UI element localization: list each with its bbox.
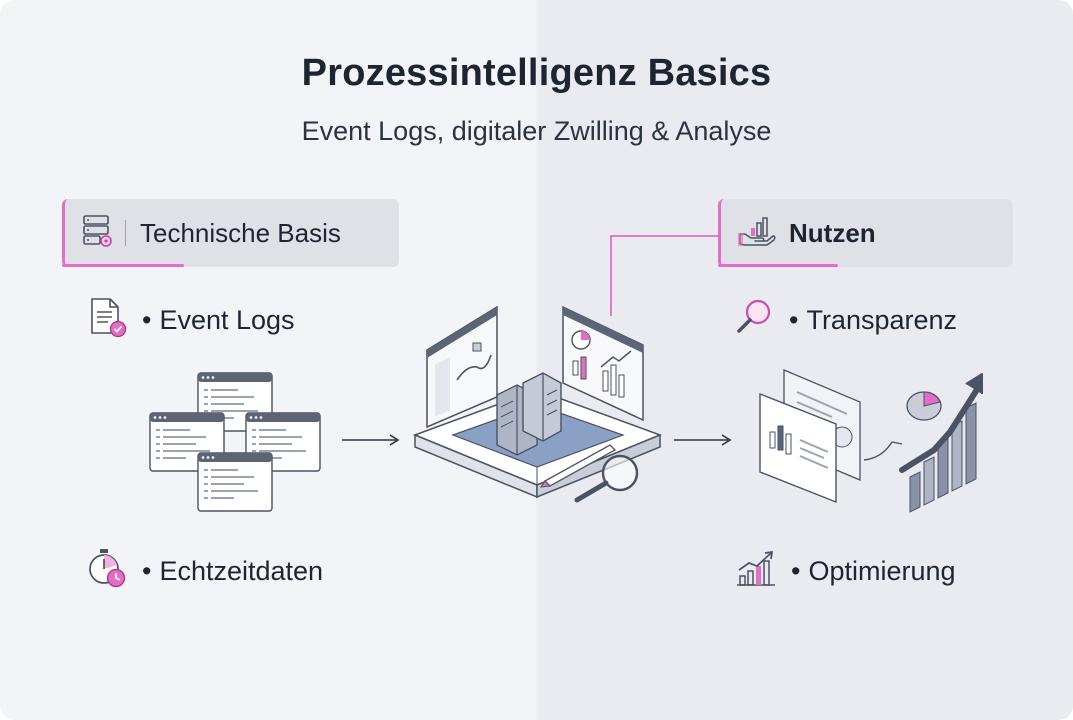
bullet: • — [789, 305, 799, 335]
list-item-event-logs: • Event Logs — [88, 296, 295, 345]
page-title: Prozessintelligenz Basics — [301, 52, 772, 94]
server-gear-icon — [81, 213, 115, 254]
document-check-icon — [88, 296, 128, 345]
header-accent-underline — [62, 264, 184, 267]
echtzeitdaten-label: Echtzeitdaten — [159, 556, 324, 586]
bullet: • — [142, 556, 152, 586]
event-logs-label: Event Logs — [159, 305, 295, 335]
header-accent-underline — [718, 264, 838, 267]
optimierung-label: Optimierung — [808, 556, 956, 586]
flow-arrow-left — [342, 434, 400, 446]
growth-chart-icon — [735, 548, 777, 595]
bullet: • — [142, 305, 152, 335]
stopwatch-clock-icon — [86, 547, 128, 596]
hand-chart-icon — [737, 214, 777, 253]
magnifier-icon — [735, 297, 775, 344]
accent-connector-line — [610, 235, 721, 316]
flow-arrow-right — [674, 434, 732, 446]
event-log-windows-illustration — [149, 372, 321, 512]
digital-twin-platform-illustration — [412, 305, 663, 503]
technische-basis-header: Technische Basis — [62, 199, 399, 267]
bullet: • — [791, 556, 801, 586]
technische-basis-label: Technische Basis — [140, 217, 341, 248]
list-item-echtzeitdaten: • Echtzeitdaten — [86, 547, 323, 596]
nutzen-header: Nutzen — [718, 199, 1013, 267]
list-item-transparenz: • Transparenz — [735, 297, 957, 344]
page-subtitle: Event Logs, digitaler Zwilling & Analyse — [301, 116, 772, 146]
nutzen-label: Nutzen — [789, 217, 876, 248]
transparenz-label: Transparenz — [806, 305, 958, 335]
analysis-growth-illustration — [759, 369, 983, 513]
list-item-optimierung: • Optimierung — [735, 548, 956, 595]
header-separator — [125, 220, 126, 246]
